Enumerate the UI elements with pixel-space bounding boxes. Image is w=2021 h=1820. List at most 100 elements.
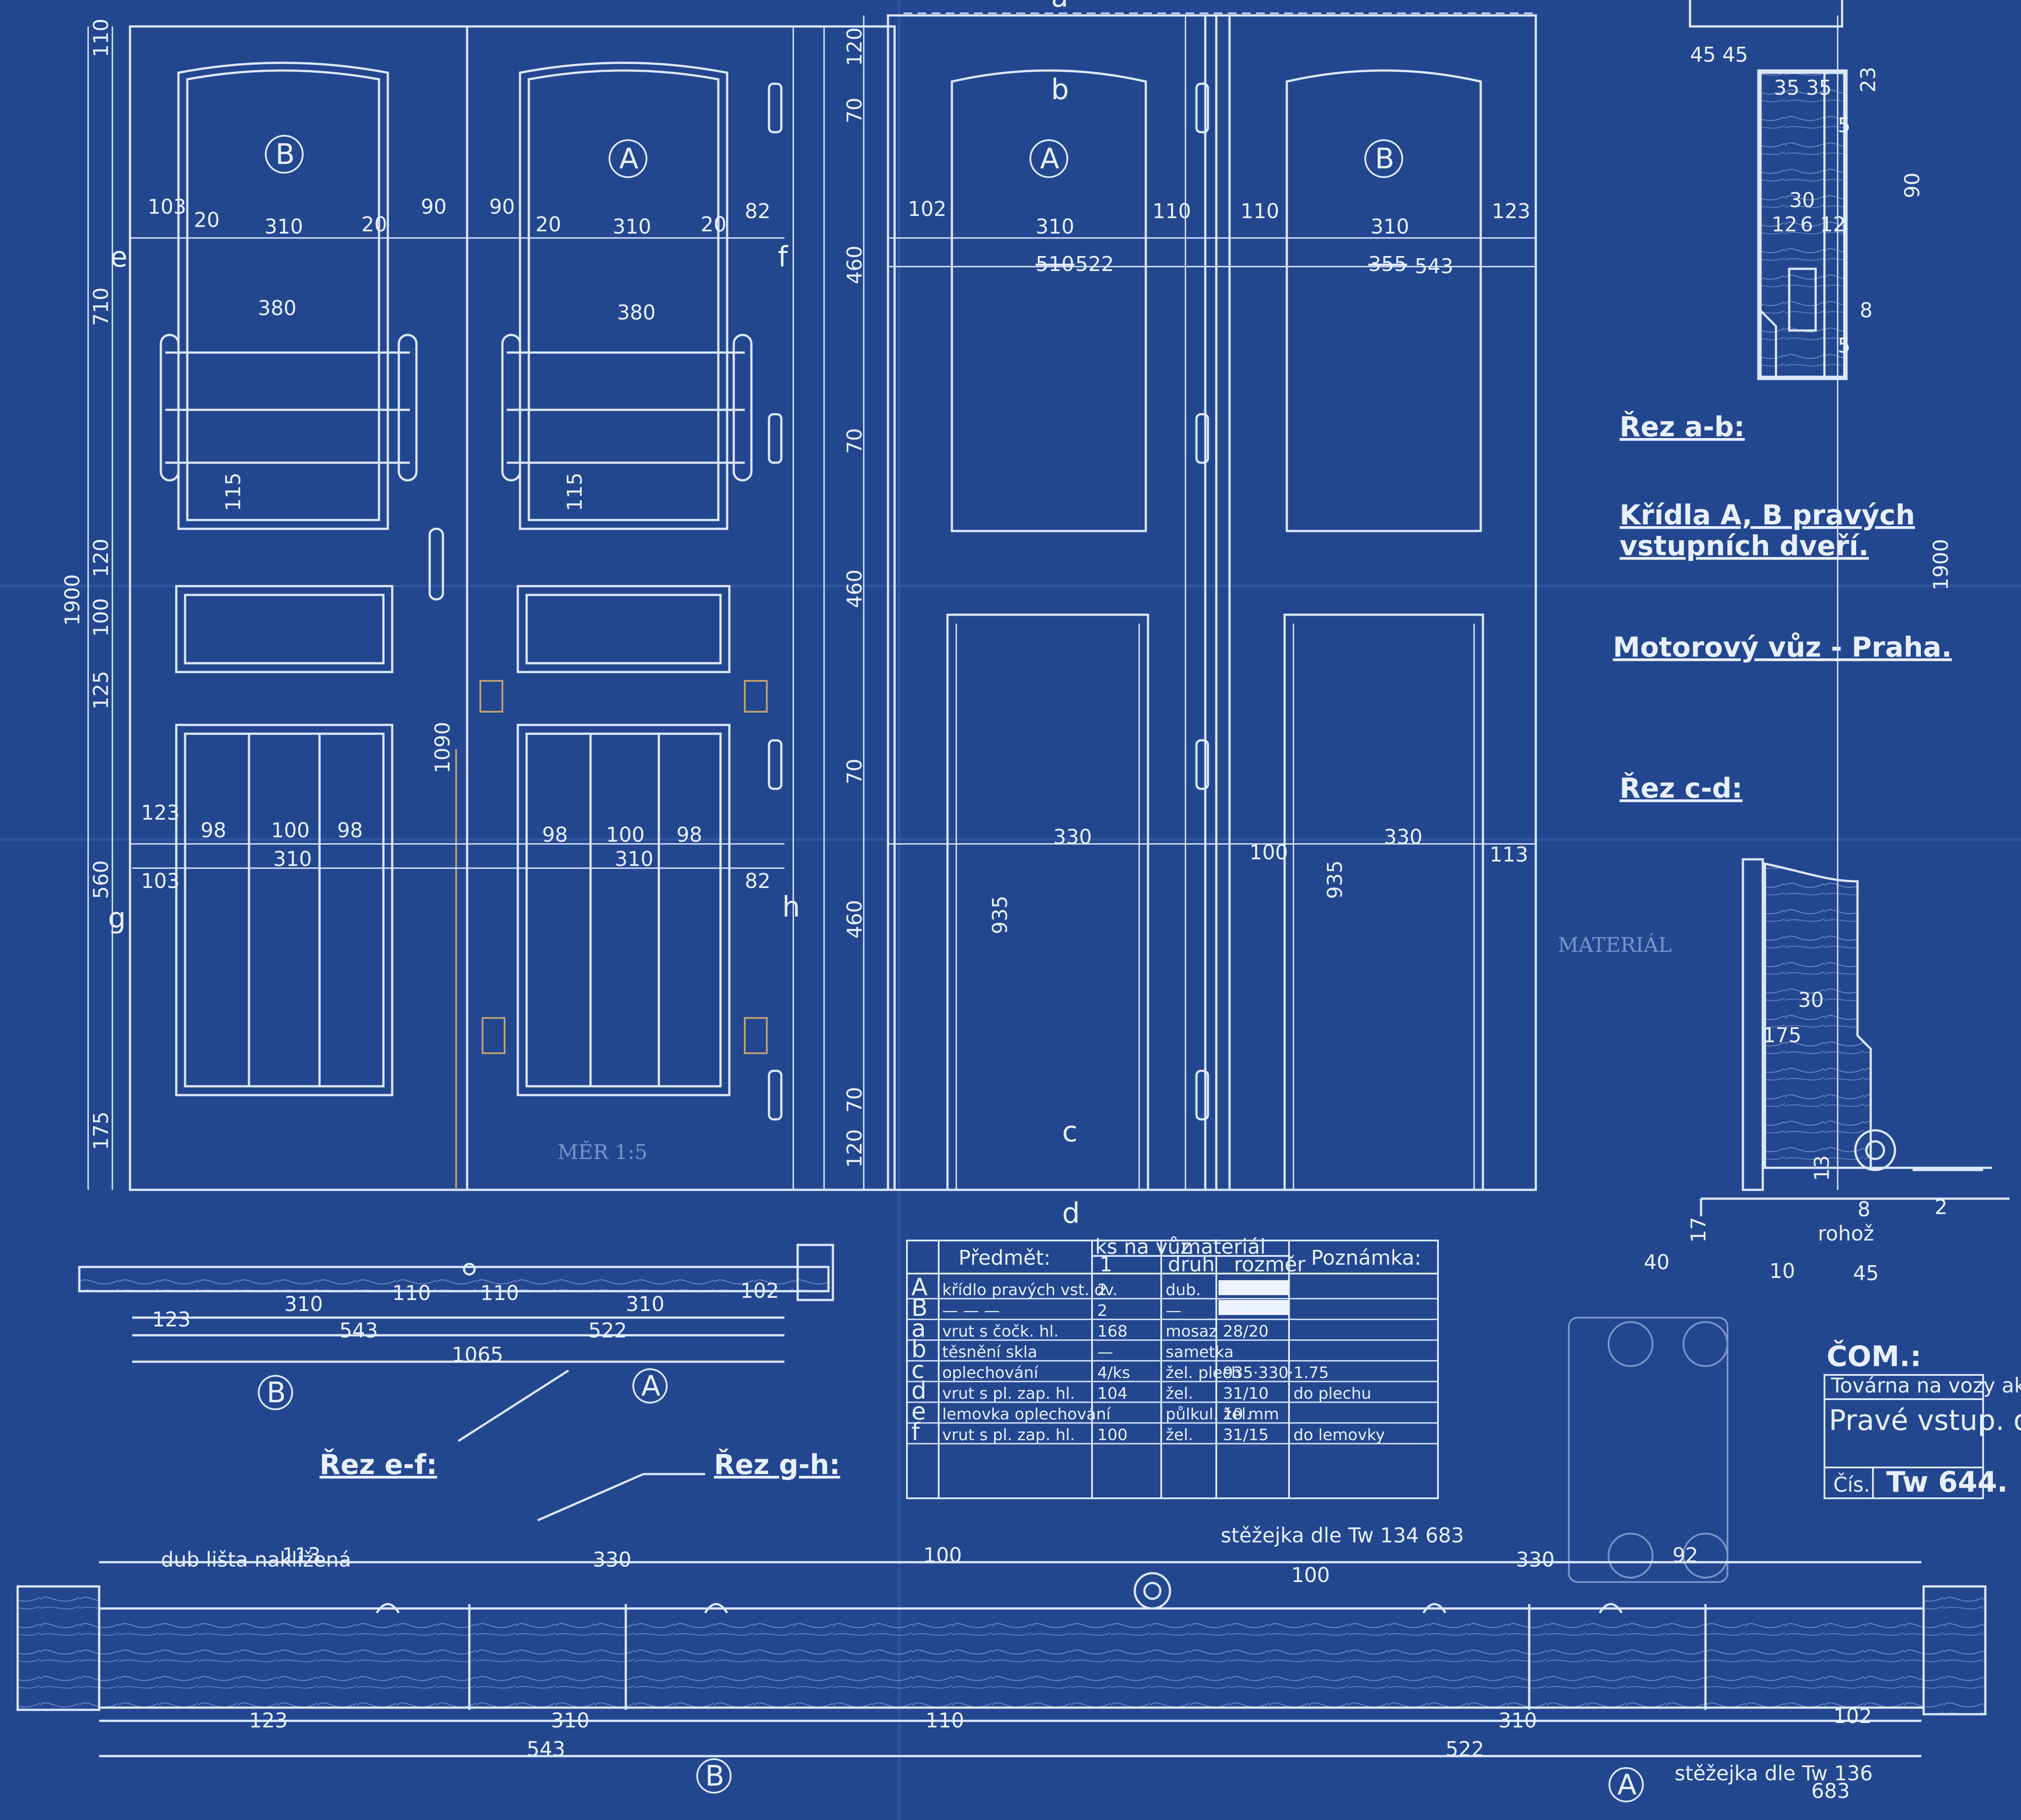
- right-hinges: [1195, 82, 1209, 1121]
- ef-dim-310-1: 310: [284, 1292, 323, 1316]
- dim-v-70-r4: 70: [843, 1087, 866, 1113]
- dim-panel-330-1: 330: [1053, 825, 1092, 849]
- leaf-label-a-4: A: [1617, 1769, 1637, 1801]
- dim-stile-20-1: 20: [194, 208, 220, 232]
- dim-panel-310-4: 310: [1371, 215, 1409, 238]
- table-row-lines: [907, 1298, 1438, 1445]
- gh-dim-100: 100: [923, 1543, 962, 1567]
- ef-dim-522: 522: [588, 1319, 627, 1342]
- table-cell-druh: mosaz: [1166, 1322, 1217, 1341]
- leaf-label-b-3: B: [267, 1377, 286, 1409]
- cd-dim-10: 10: [1769, 1259, 1795, 1283]
- dim-v-1090: 1090: [431, 722, 454, 773]
- gh-note-stezejka-top: stěžejka dle Tw 134 683: [1221, 1523, 1464, 1547]
- left-elevation: [129, 25, 896, 1191]
- table-cell-name: — — —: [942, 1302, 1000, 1320]
- dim-v-560: 560: [89, 860, 113, 899]
- dim-panel-310-3: 310: [1036, 215, 1074, 238]
- dim-lower-100: 100: [1249, 840, 1288, 864]
- dim-v-70-r2: 70: [843, 428, 866, 454]
- note-material: MATERIÁL: [1558, 932, 1672, 957]
- section-gh-drawing: [16, 1561, 1987, 1757]
- right-b-lower: [1283, 613, 1484, 1191]
- table-cell-druh: žel.: [1166, 1426, 1193, 1444]
- right-b-window: [1285, 69, 1482, 532]
- gh-dim-543: 543: [527, 1737, 565, 1761]
- caption-line2: vstupních dveří.: [1620, 530, 1869, 562]
- ab-dim-12-1: 12: [1772, 212, 1798, 236]
- dim-strip-98-4: 98: [676, 823, 702, 847]
- table-cell-name: lemovka oplechování: [942, 1405, 1111, 1423]
- cd-dim-40: 40: [1644, 1250, 1670, 1274]
- dim-strip-100-1: 100: [271, 818, 310, 842]
- ab-dim-35: 35 35: [1774, 76, 1832, 100]
- gh-dim-92: 92: [1672, 1543, 1698, 1567]
- table-header-material: materiál: [1181, 1235, 1266, 1259]
- section-gh-title: Řez g-h:: [714, 1449, 840, 1481]
- dim-v-710: 710: [89, 287, 113, 326]
- ab-dim-5-1: 5: [1838, 113, 1850, 137]
- cd-dim-175: 175: [1763, 1023, 1802, 1047]
- dim-v-70-r3: 70: [843, 758, 866, 784]
- table-cell-name: křídlo pravých vst. dv.: [942, 1281, 1118, 1299]
- cd-dim-8: 8: [1858, 1197, 1870, 1221]
- table-cell-ks: 168: [1097, 1322, 1128, 1341]
- dim-bar-380-2: 380: [617, 301, 656, 324]
- hinges: [768, 82, 783, 1121]
- caption-line1: Křídla A, B pravých: [1620, 499, 1915, 531]
- dim-lower-123: 123: [141, 801, 180, 825]
- table-header-rozmer: rozměr: [1234, 1252, 1305, 1276]
- section-cd-drawing: [1700, 858, 2010, 1216]
- section-ef-title: Řez e-f:: [319, 1449, 437, 1481]
- table-cell-pozn: do plechu: [1293, 1385, 1371, 1403]
- table-cell-letter: B: [911, 1294, 928, 1322]
- dim-leaf-a-510-old: 510: [1036, 252, 1074, 276]
- dim-leaf-b-543: 543: [1415, 254, 1453, 278]
- gh-dim-102: 102: [1833, 1704, 1872, 1728]
- table-header-ks: ks na vůz: [1095, 1235, 1191, 1259]
- right-a-window: [951, 69, 1147, 532]
- cd-rohoz: rohož: [1818, 1222, 1874, 1245]
- table-cell-name: těsnění skla: [942, 1343, 1037, 1361]
- table-cell-letter: e: [911, 1397, 926, 1425]
- cd-dim-2: 2: [1935, 1195, 1947, 1219]
- pencil-marks: [455, 680, 768, 1190]
- leaf-label-b-4: B: [705, 1760, 724, 1793]
- table-cell-ks: 2: [1097, 1281, 1107, 1299]
- cut-letter-b: b: [1051, 74, 1069, 106]
- gh-dim-110: 110: [925, 1709, 964, 1732]
- dim-lower-310-1: 310: [273, 847, 312, 871]
- section-cd-title: Řez c-d:: [1620, 772, 1742, 804]
- right-a-lower: [946, 613, 1149, 1191]
- leaf-a-window: [519, 62, 728, 530]
- dim-v-110: 110: [89, 19, 113, 57]
- ef-dim-102: 102: [740, 1279, 779, 1303]
- dim-lower-82: 82: [745, 869, 771, 893]
- table-cell-letter: d: [911, 1377, 926, 1404]
- table-cell-letter: b: [911, 1335, 926, 1363]
- ab-dim-5-2: 5: [1838, 334, 1850, 357]
- dim-stile-123: 123: [1492, 199, 1531, 223]
- dim-v-460-r3: 460: [843, 900, 866, 939]
- dim-v-115-2: 115: [563, 472, 587, 511]
- dim-v-100: 100: [89, 598, 113, 637]
- table-cell-rozmer: 31/10: [1223, 1385, 1269, 1403]
- dim-v-1900: 1900: [60, 574, 84, 626]
- section-ab-drawing: [1689, 0, 1848, 380]
- leaf-label-a-1: A: [619, 143, 639, 175]
- table-cell-letter: f: [911, 1418, 921, 1446]
- dim-stile-110-2: 110: [1241, 199, 1279, 223]
- table-cell-ks: 104: [1097, 1385, 1128, 1403]
- dim-bar-380-1: 380: [258, 296, 297, 320]
- leaf-label-a-3: A: [641, 1370, 661, 1403]
- leaf-b-lower-panel: [175, 724, 394, 1096]
- dim-stile-90-2: 90: [489, 195, 515, 219]
- dim-panel-310-2: 310: [613, 215, 651, 238]
- dim-strip-98-1: 98: [201, 818, 227, 842]
- dim-v-935-2: 935: [1323, 860, 1347, 899]
- ab-dim-12-2: 12: [1820, 212, 1846, 236]
- grab-bars: [160, 334, 753, 482]
- gh-dim-113: 113: [282, 1543, 321, 1567]
